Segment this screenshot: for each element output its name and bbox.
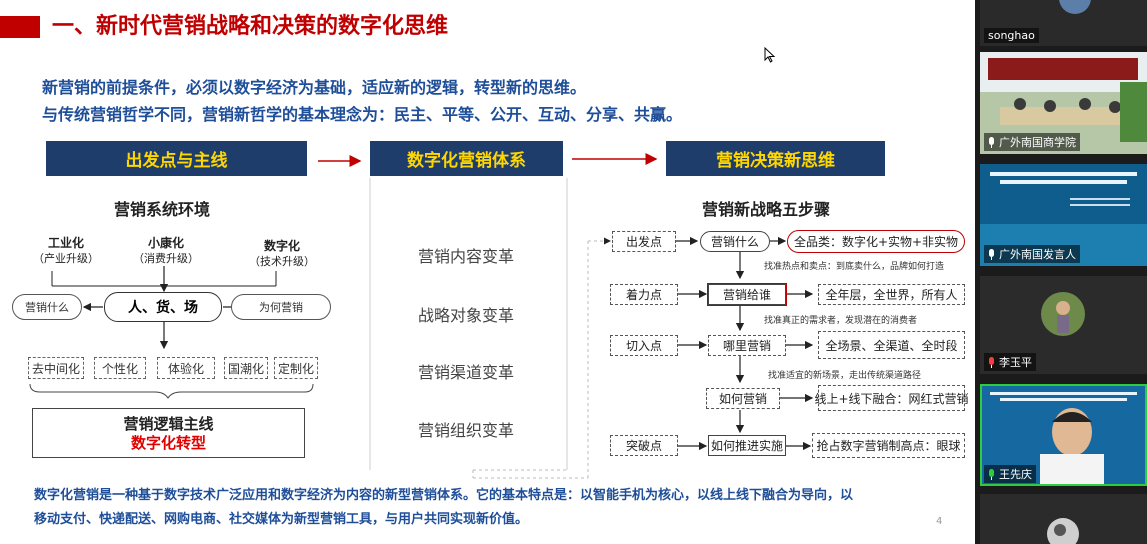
stage-prosperity: 小康化 （消费升级） (126, 235, 206, 267)
mid-item-target: 战略对象变革 (418, 306, 515, 325)
stage-3-sub: （技术升级） (249, 255, 315, 268)
stage-industrialization: 工业化 （产业升级） (28, 235, 104, 267)
participant-tile-6[interactable] (980, 494, 1147, 544)
slide-title: 一、新时代营销战略和决策的数字化思维 (52, 14, 449, 39)
participant-name: songhao (988, 29, 1035, 42)
microphone-icon (988, 248, 995, 260)
feature-disintermediation: 去中间化 (28, 357, 84, 379)
mid-item-channel: 营销渠道变革 (418, 363, 515, 382)
logic-mainline-sub: 数字化转型 (130, 434, 206, 452)
stage-1-name: 工业化 (47, 236, 84, 250)
participant-tile-1[interactable]: songhao (980, 0, 1147, 46)
title-accent-bar (0, 16, 40, 38)
step-3-label: 切入点 (610, 335, 678, 356)
participant-tile-2[interactable]: 广外南国商学院 (980, 52, 1147, 154)
step-2-label: 着力点 (610, 284, 678, 305)
participant-tile-3[interactable]: 广外南国发言人 (980, 164, 1147, 266)
participant-panel: songhao 广外南国商学院 (975, 0, 1147, 544)
step-3-result: 全场景、全渠道、全时段 (818, 331, 965, 359)
header-digital-marketing-system: 数字化营销体系 (370, 141, 563, 176)
mouse-cursor-icon (764, 47, 776, 63)
stage-3-name: 数字化 (263, 239, 300, 253)
avatar-participant-4 (1041, 292, 1085, 336)
step-1-tip: 找准热点和卖点：到底卖什么，品牌如何打造 (764, 262, 945, 272)
logic-mainline-box: 营销逻辑主线 数字化转型 (32, 408, 305, 458)
intro-line-2: 与传统营销哲学不同，营销新哲学的基本理念为：民主、平等、公开、互动、分享、共赢。 (42, 105, 683, 124)
participant-name: 广外南国发言人 (999, 248, 1076, 261)
step-3-tip: 找准适宜的新场景，走出传统渠道路径 (768, 371, 922, 381)
step-5-result: 抢占数字营销制高点：眼球 (812, 433, 965, 458)
oval-people-goods-place: 人、货、场 (104, 292, 222, 322)
microphone-icon (988, 136, 995, 148)
step-1-label: 出发点 (612, 231, 676, 252)
video-feed-1 (1059, 0, 1091, 14)
participant-name: 李玉平 (999, 356, 1032, 369)
participant-name: 王先庆 (999, 468, 1032, 481)
logic-mainline-title: 营销逻辑主线 (123, 415, 214, 433)
microphone-muted-icon (988, 356, 995, 368)
step-2-action: 营销给谁 (708, 284, 786, 305)
step-4-action: 如何营销 (706, 388, 780, 409)
summary-line-1: 数字化营销是一种基于数字技术广泛应用和数字经济为内容的新型营销体系。它的基本特点… (34, 488, 854, 503)
stage-1-sub: （产业升级） (33, 252, 99, 265)
step-2-tip: 找准真正的需求者，发现潜在的消费者 (764, 316, 918, 326)
oval-what-to-market: 营销什么 (12, 294, 82, 320)
summary-line-2: 移动支付、快递配送、网购电商、社交媒体为新型营销工具，与用户共同实现新价值。 (34, 512, 529, 527)
mid-item-content: 营销内容变革 (418, 247, 515, 266)
oval-why-market: 为何营销 (231, 294, 331, 320)
feature-personalization: 个性化 (94, 357, 146, 379)
header-starting-point: 出发点与主线 (46, 141, 307, 176)
stage-2-sub: （消费升级） (133, 252, 199, 265)
stage-digitalization: 数字化 （技术升级） (244, 238, 320, 270)
right-column-title: 营销新战略五步骤 (702, 200, 831, 219)
page-number: 4 (936, 516, 943, 527)
presentation-slide: 一、新时代营销战略和决策的数字化思维 新营销的前提条件，必须以数字经济为基础，适… (0, 0, 975, 544)
step-3-action: 哪里营销 (708, 335, 786, 356)
feature-customization: 定制化 (274, 357, 318, 379)
participant-name-tag: songhao (984, 28, 1039, 43)
summary-text: 数字化营销是一种基于数字技术广泛应用和数字经济为内容的新型营销体系。它的基本特点… (34, 484, 954, 532)
participant-name-tag: 广外南国发言人 (984, 245, 1080, 263)
feature-experience: 体验化 (157, 357, 215, 379)
step-1-action: 营销什么 (700, 231, 770, 252)
step-1-result: 全品类：数字化+实物+非实物 (787, 230, 965, 253)
header-decision-thinking: 营销决策新思维 (666, 141, 885, 176)
step-5-label: 突破点 (610, 435, 678, 456)
participant-name-tag: 王先庆 (984, 465, 1036, 483)
feature-guochao: 国潮化 (224, 357, 268, 379)
participant-name: 广外南国商学院 (999, 136, 1076, 149)
step-4-result: 线上+线下融合：网红式营销 (814, 385, 969, 411)
participant-tile-4[interactable]: 李玉平 (980, 276, 1147, 374)
stage-2-name: 小康化 (147, 236, 184, 250)
step-2-result: 全年层，全世界，所有人 (818, 284, 965, 305)
intro-line-1: 新营销的前提条件，必须以数字经济为基础，适应新的逻辑，转型新的思维。 (42, 78, 587, 97)
participant-name-tag: 广外南国商学院 (984, 133, 1080, 151)
participant-tile-5[interactable]: 王先庆 (980, 384, 1147, 486)
step-5-action: 如何推进实施 (708, 435, 786, 456)
avatar-participant-6 (1047, 518, 1079, 544)
mid-item-organization: 营销组织变革 (418, 421, 515, 440)
microphone-active-icon (988, 468, 995, 480)
left-column-title: 营销系统环境 (114, 200, 211, 219)
participant-name-tag: 李玉平 (984, 353, 1036, 371)
